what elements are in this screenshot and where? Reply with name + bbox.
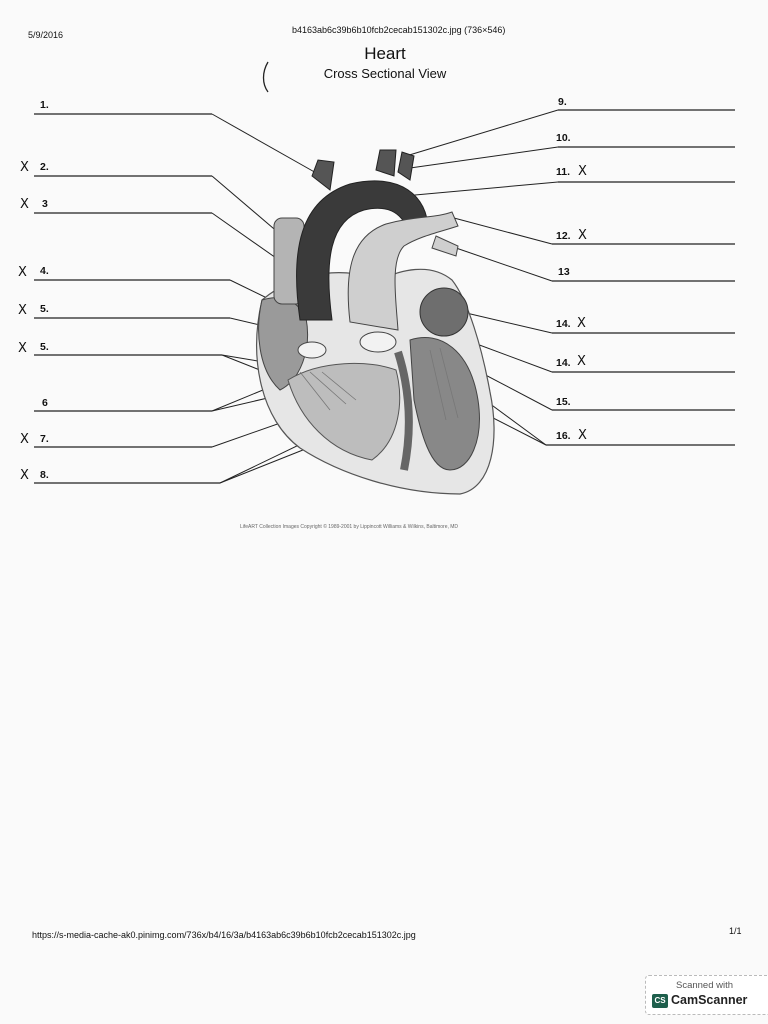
x-mark-4: X	[18, 265, 27, 280]
leader-lines-right	[403, 109, 559, 446]
label-3: 3	[42, 198, 48, 210]
label-7: 7.	[40, 433, 49, 445]
chordae-tendineae	[299, 347, 459, 421]
aortic-branch-1	[311, 159, 335, 191]
label-5b: 5.	[40, 341, 49, 353]
x-mark-5b: X	[18, 341, 27, 356]
label-8: 8.	[40, 469, 49, 481]
label-2: 2.	[40, 161, 49, 173]
scanned-with-text: Scanned with	[676, 980, 734, 991]
x-mark-12: X	[578, 228, 587, 243]
camscanner-name: CamScanner	[671, 993, 748, 1007]
x-mark-7: X	[20, 432, 29, 447]
answer-lines-right	[546, 109, 735, 446]
pulmonary-trunk	[347, 211, 459, 331]
left-atrium	[419, 287, 469, 337]
label-15: 15.	[556, 396, 571, 408]
camscanner-badge: Scanned with CS CamScanner	[645, 975, 768, 1015]
left-ventricle-wall	[409, 337, 480, 471]
source-url: https://s-media-cache-ak0.pinimg.com/736…	[32, 930, 416, 940]
right-ventricle	[287, 363, 401, 461]
x-mark-8: X	[20, 468, 29, 483]
label-6: 6	[42, 397, 48, 409]
semilunar-valve	[359, 331, 397, 353]
pulmonary-artery-branch	[431, 235, 459, 257]
label-4: 4.	[40, 265, 49, 277]
label-11: 11.	[556, 166, 571, 178]
x-mark-14b: X	[577, 354, 586, 369]
image-filename: b4163ab6c39b6b10fcb2cecab151302c.jpg (73…	[292, 25, 506, 35]
label-10: 10.	[556, 132, 571, 144]
page-number: 1/1	[729, 926, 742, 936]
pen-mark	[262, 61, 269, 93]
x-mark-11: X	[578, 164, 587, 179]
aortic-branch-3	[397, 151, 415, 181]
x-mark-16: X	[578, 428, 587, 443]
x-mark-3: X	[20, 197, 29, 212]
answer-lines-left	[34, 113, 230, 484]
interventricular-septum	[394, 350, 413, 471]
x-mark-2: X	[20, 160, 29, 175]
label-9: 9.	[558, 96, 567, 108]
print-date: 5/9/2016	[28, 30, 64, 40]
label-1: 1.	[40, 99, 49, 111]
heart-illustration	[256, 149, 495, 495]
page-title: Heart	[364, 44, 406, 63]
x-mark-14a: X	[577, 316, 586, 331]
label-13: 13	[558, 266, 570, 278]
aortic-branch-2	[375, 149, 397, 177]
label-14a: 14.	[556, 318, 571, 330]
page-subtitle: Cross Sectional View	[323, 66, 447, 81]
x-mark-5a: X	[18, 303, 27, 318]
label-16: 16.	[556, 430, 571, 442]
label-12: 12.	[556, 230, 571, 242]
image-credit: LifeART Collection Images Copyright © 19…	[240, 524, 459, 530]
label-14b: 14.	[556, 357, 571, 369]
tricuspid-valve	[297, 341, 327, 359]
label-5a: 5.	[40, 303, 49, 315]
camscanner-logo-icon: CS	[652, 994, 668, 1008]
